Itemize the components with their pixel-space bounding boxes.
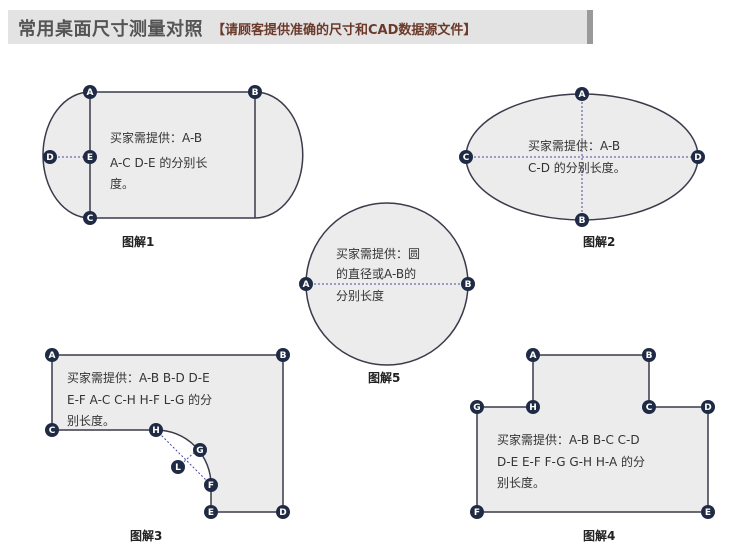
diagram-3: 买家需提供：A-B B-D D-E E-F A-C C-H H-F L-G 的分… — [45, 348, 290, 543]
svg-text:D: D — [46, 153, 53, 163]
point-d: D — [701, 400, 715, 414]
dash-h-f — [155, 429, 212, 486]
diagram-4-text-line-3: 别长度。 — [497, 475, 545, 490]
svg-text:L: L — [175, 463, 181, 473]
point-b: B — [575, 213, 589, 227]
diagram-4-text-line-1: 买家需提供：A-B B-C C-D — [497, 432, 640, 447]
point-d: D — [276, 505, 290, 519]
svg-text:A: A — [303, 280, 310, 290]
point-a: A — [299, 277, 313, 291]
point-c: C — [83, 211, 97, 225]
diagram-2-text-line-1: 买家需提供：A-B — [528, 138, 620, 153]
page-title: 常用桌面尺寸测量对照 — [18, 19, 203, 40]
point-b: B — [461, 277, 475, 291]
svg-text:D: D — [694, 153, 701, 163]
diagram-3-caption: 图解3 — [130, 528, 162, 543]
svg-text:B: B — [280, 351, 287, 361]
svg-text:E: E — [705, 508, 711, 518]
point-h: H — [526, 400, 540, 414]
point-a: A — [45, 348, 59, 362]
diagram-2: 买家需提供：A-B C-D 的分别长度。 图解2 A B C D — [459, 87, 705, 249]
diagram-5-caption: 图解5 — [368, 370, 400, 385]
svg-text:G: G — [473, 403, 480, 413]
point-e: E — [83, 150, 97, 164]
svg-text:F: F — [208, 481, 214, 491]
point-d: D — [691, 150, 705, 164]
point-e: E — [701, 505, 715, 519]
diagram-4: 买家需提供：A-B B-C C-D D-E E-F F-G G-H H-A 的分… — [470, 348, 715, 543]
point-e: E — [204, 505, 218, 519]
point-b: B — [276, 348, 290, 362]
point-b: B — [642, 348, 656, 362]
diagram-5-text-line-1: 买家需提供：圆 — [336, 246, 420, 261]
diagram-4-caption: 图解4 — [583, 528, 615, 543]
diagram-1-text-line-1: 买家需提供：A-B — [110, 130, 202, 145]
point-l: L — [171, 460, 185, 474]
point-c: C — [459, 150, 473, 164]
point-g: G — [193, 443, 207, 457]
point-g: G — [470, 400, 484, 414]
point-h: H — [149, 423, 163, 437]
diagram-1: 买家需提供：A-B A-C D-E 的分别长 度。 图解1 A B C D E — [42, 85, 304, 249]
svg-text:C: C — [463, 153, 470, 163]
diagram-3-text-line-2: E-F A-C C-H H-F L-G 的分 — [67, 392, 212, 407]
svg-text:A: A — [49, 351, 56, 361]
point-a: A — [526, 348, 540, 362]
svg-text:A: A — [579, 90, 586, 100]
svg-text:H: H — [152, 426, 160, 436]
diagram-3-text-line-3: 别长度。 — [67, 413, 115, 428]
svg-text:C: C — [646, 403, 653, 413]
diagram-2-caption: 图解2 — [583, 234, 615, 249]
diagram-5: 买家需提供：圆 的直径或A-B的 分别长度 图解5 A B — [299, 202, 475, 385]
diagram-1-text-line-2: A-C D-E 的分别长 — [110, 155, 207, 170]
svg-text:C: C — [49, 426, 56, 436]
svg-text:D: D — [279, 508, 286, 518]
shape-1 — [42, 91, 304, 219]
svg-text:D: D — [704, 403, 711, 413]
point-a: A — [83, 85, 97, 99]
diagram-5-text-line-3: 分别长度 — [336, 288, 384, 303]
diagram-1-text-line-3: 度。 — [110, 176, 134, 191]
point-c: C — [642, 400, 656, 414]
svg-text:E: E — [208, 508, 214, 518]
point-c: C — [45, 423, 59, 437]
diagram-4-text-line-2: D-E E-F F-G G-H H-A 的分 — [497, 454, 645, 469]
diagram-3-text-line-1: 买家需提供：A-B B-D D-E — [67, 370, 210, 385]
header-note: 【请顾客提供准确的尺寸和CAD数据源文件】 — [212, 23, 477, 38]
svg-text:B: B — [252, 88, 259, 98]
svg-text:C: C — [87, 214, 94, 224]
svg-text:A: A — [530, 351, 537, 361]
point-f: F — [470, 505, 484, 519]
diagram-5-text-line-2: 的直径或A-B的 — [336, 266, 416, 281]
svg-text:H: H — [529, 403, 537, 413]
svg-text:A: A — [87, 88, 94, 98]
point-a: A — [575, 87, 589, 101]
point-b: B — [248, 85, 262, 99]
point-d: D — [43, 150, 57, 164]
svg-text:F: F — [474, 508, 480, 518]
svg-text:G: G — [196, 446, 203, 456]
diagram-2-text-line-2: C-D 的分别长度。 — [528, 160, 626, 175]
point-f: F — [204, 478, 218, 492]
header-banner: 常用桌面尺寸测量对照 【请顾客提供准确的尺寸和CAD数据源文件】 — [8, 10, 593, 44]
svg-text:E: E — [87, 153, 93, 163]
svg-text:B: B — [646, 351, 653, 361]
svg-text:B: B — [579, 216, 586, 226]
diagram-1-caption: 图解1 — [122, 234, 154, 249]
svg-text:B: B — [465, 280, 472, 290]
